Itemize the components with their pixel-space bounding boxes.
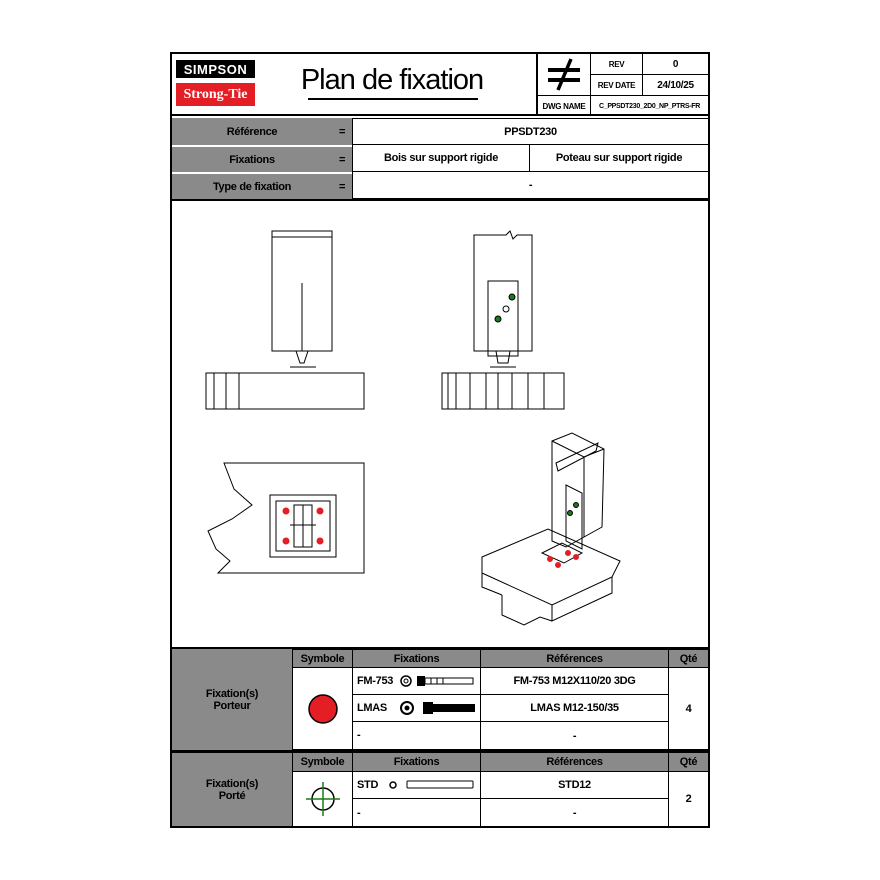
porteur-label: Fixation(s) Porteur [172,649,292,750]
logo-simpson: SIMPSON [176,60,255,78]
front-view [205,230,365,410]
t1-col-fixations: Fixations [353,649,481,668]
t1-row-2-ref: LMAS M12-150/35 [481,695,669,722]
t2-row-1-fix: STD [357,778,379,791]
t1-row-1-fix: FM-753 [357,674,394,687]
t2-row-1-ref: STD12 [481,772,669,799]
table-divider [172,647,708,649]
fixations-value-1: Bois sur support rigide [352,145,530,172]
rev-date-value: 24/10/25 [643,75,708,96]
red-circle-symbol-icon [307,693,338,724]
t1-row-2: LMAS [353,695,481,722]
page-title: Plan de fixation [300,63,484,96]
rev-value: 0 [643,54,708,75]
t1-row-2-fix: LMAS [357,701,387,714]
fixations-label: Fixations [172,145,332,172]
type-value: - [352,172,708,199]
rev-label: REV [591,54,643,75]
dowel-icon [389,780,474,789]
porte-label-text: Fixation(s) Porté [205,777,259,802]
anchor-bolt-icon [400,675,474,687]
porte-label: Fixation(s) Porté [172,753,292,826]
t1-row-3-fix: - [357,729,361,741]
t2-row-2: - [353,799,481,826]
header: SIMPSON Strong-Tie Plan de fixation DWG … [172,54,708,116]
t2-qty: 2 [685,793,692,805]
t2-row-2-fix: - [357,806,361,819]
porteur-label-text: Fixation(s) Porteur [205,687,259,712]
fixations-value-2: Poteau sur support rigide [530,145,708,172]
reference-label: Référence [172,118,332,145]
dwg-name-value: C_PPSDT230_2D0_NP_PTRS-FR [598,102,701,110]
dwg-name-label: DWG NAME [536,96,591,116]
t1-row-1: FM-753 [353,668,481,695]
reference-value: PPSDT230 [352,118,708,145]
logo-strong-tie: Strong-Tie [176,83,255,106]
anchor-screw-icon [400,701,475,715]
type-label: Type de fixation [172,172,332,199]
t1-row-3: - [353,722,481,750]
t2-row-1: STD [353,772,481,799]
t1-col-symbole: Symbole [292,649,353,668]
t2-col-fixations: Fixations [353,753,481,772]
green-crosshair-symbol-icon [305,782,340,816]
drawing-sheet: SIMPSON Strong-Tie Plan de fixation DWG … [170,52,710,828]
info-divider [172,199,708,201]
rev-date-label: REV DATE [591,75,643,96]
type-equals: = [332,172,352,199]
technical-drawing [205,230,621,626]
fixations-equals: = [332,145,352,172]
not-equal-icon [548,58,580,91]
t1-row-1-ref: FM-753 M12X110/20 3DG [481,668,669,695]
t2-col-qte: Qté [669,753,708,772]
isometric-view [481,432,621,626]
reference-equals: = [332,118,352,145]
plan-view [207,462,365,574]
not-equal-symbol-box [536,54,591,96]
t1-col-qte: Qté [669,649,708,668]
side-view [441,230,565,410]
t2-col-references: Références [481,753,669,772]
t1-qty: 4 [669,668,708,750]
table-divider-2 [172,750,708,753]
t1-row-3-ref: - [481,722,669,750]
t1-col-references: Références [481,649,669,668]
t2-symbol-cell [292,772,353,826]
t2-row-2-ref: - [481,799,669,826]
t1-symbol-cell [292,668,353,750]
t2-col-symbole: Symbole [292,753,353,772]
title-underline [308,98,478,100]
